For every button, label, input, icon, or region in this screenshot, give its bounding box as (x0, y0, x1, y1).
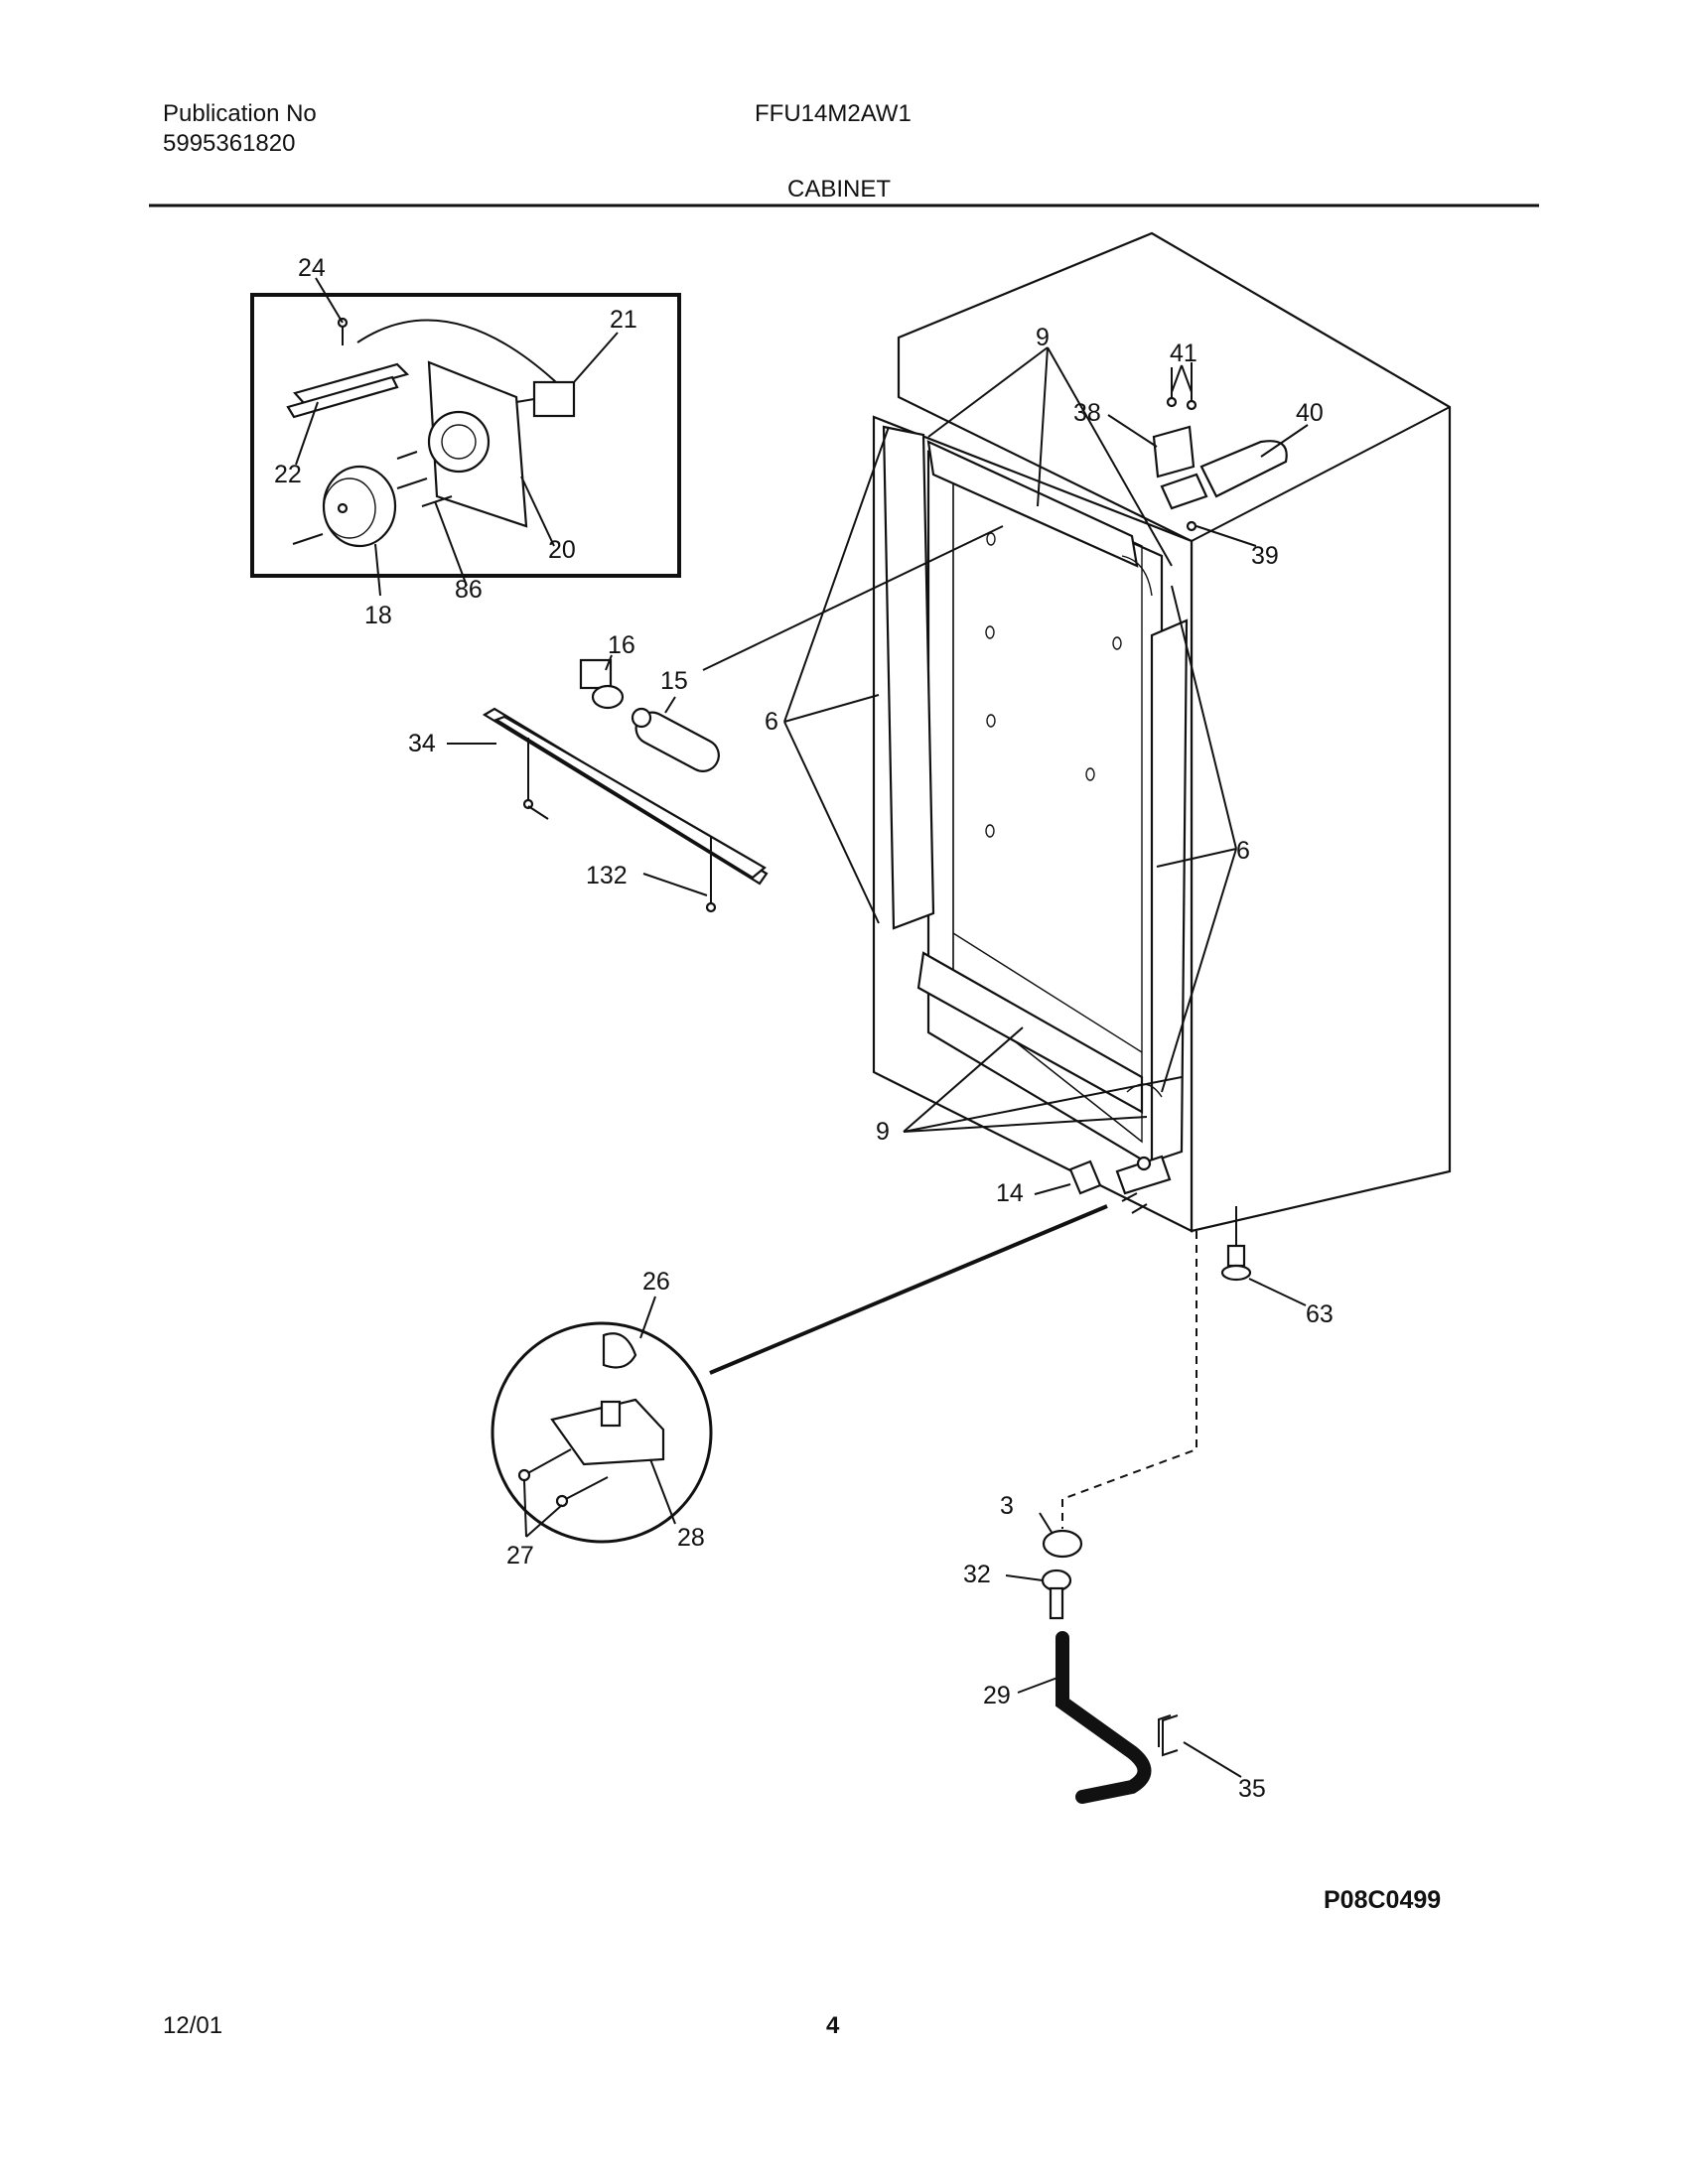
drawing-code: P08C0499 (1324, 1886, 1441, 1914)
footer-date: 12/01 (163, 2012, 223, 2039)
callout-40: 40 (1296, 399, 1324, 427)
leader-lines (295, 277, 1309, 1778)
callout-29: 29 (983, 1682, 1011, 1709)
thermostat-sensor (579, 658, 720, 772)
callout-28: 28 (677, 1524, 705, 1552)
callout-20: 20 (548, 536, 576, 564)
callout-32: 32 (963, 1561, 991, 1588)
callout-27: 27 (506, 1542, 534, 1570)
callout-14: 14 (996, 1179, 1024, 1207)
bottom-hinge-assembly (1068, 1155, 1172, 1214)
callout-6-right: 6 (1236, 837, 1250, 865)
callout-15: 15 (660, 667, 688, 695)
callout-9-bottom: 9 (876, 1118, 890, 1146)
callout-6-left: 6 (765, 708, 778, 736)
callout-34: 34 (408, 730, 436, 757)
breaker-strips (882, 425, 1189, 1163)
callout-24: 24 (298, 254, 326, 282)
leveling-leg (1220, 1206, 1252, 1282)
callout-35: 35 (1238, 1775, 1266, 1803)
model-number: FFU14M2AW1 (755, 100, 912, 127)
callout-9-top: 9 (1036, 324, 1050, 351)
hinge-detail-circle (491, 1321, 713, 1544)
drain-assembly (1041, 1529, 1179, 1804)
section-title: CABINET (787, 176, 892, 203)
callout-132: 132 (586, 862, 628, 889)
trim-strip (482, 707, 769, 913)
callout-3: 3 (1000, 1492, 1014, 1520)
callout-22: 22 (274, 461, 302, 488)
callout-26: 26 (642, 1268, 670, 1296)
callout-41: 41 (1170, 340, 1197, 367)
callout-63: 63 (1306, 1300, 1334, 1328)
callout-38: 38 (1073, 399, 1101, 427)
callout-21: 21 (610, 306, 637, 334)
page-number: 4 (826, 2012, 840, 2039)
light-assembly-inset (250, 293, 681, 578)
callout-labels: 24 21 22 20 18 86 9 41 38 40 39 16 15 6 … (274, 254, 1441, 1914)
callout-86: 86 (455, 576, 483, 604)
callout-16: 16 (608, 631, 635, 659)
publication-number: 5995361820 (163, 130, 296, 157)
callout-18: 18 (364, 602, 392, 629)
callout-39: 39 (1251, 542, 1279, 570)
publication-label: Publication No (163, 100, 317, 127)
